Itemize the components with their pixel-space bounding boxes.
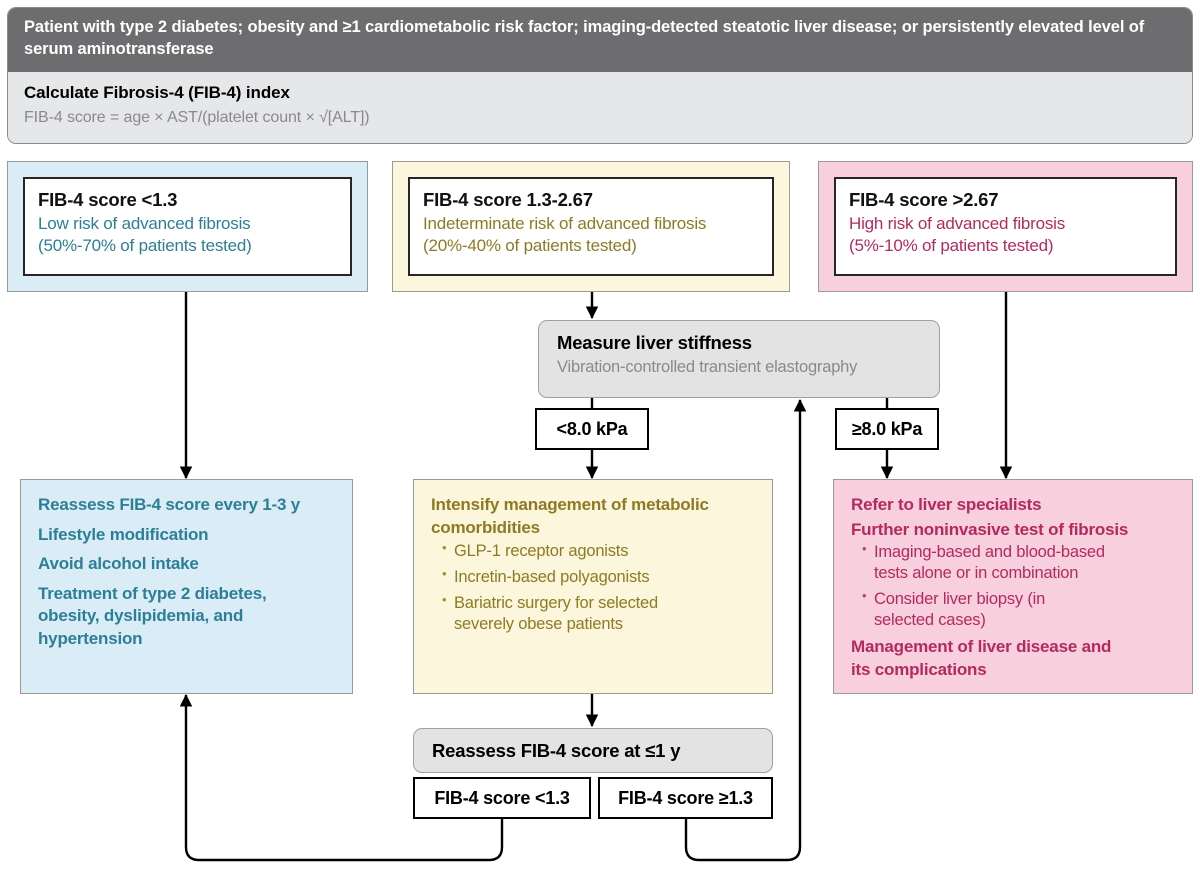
risk-tier-indeterminate-score: FIB-4 score 1.3-2.67: [423, 189, 593, 210]
risk-tier-high-card: FIB-4 score >2.67 High risk of advanced …: [834, 177, 1177, 276]
indeterminate-management-panel: Intensify management of metabolic comorb…: [413, 479, 773, 694]
risk-tier-indeterminate-risk: Indeterminate risk of advanced fibrosis: [423, 213, 707, 233]
reassess-branch-high-tag: FIB-4 score ≥1.3: [598, 777, 773, 819]
threshold-low-kpa-tag: <8.0 kPa: [535, 408, 649, 450]
risk-tier-low-card: FIB-4 score <1.3 Low risk of advanced fi…: [23, 177, 352, 276]
threshold-high-kpa-label: ≥8.0 kPa: [851, 418, 923, 439]
reassess-title: Reassess FIB-4 score at ≤1 y: [432, 739, 681, 761]
low-risk-management-panel: Reassess FIB-4 score every 1-3 y Lifesty…: [20, 479, 353, 694]
low-risk-action-4: Treatment of type 2 diabetes, obesity, d…: [38, 583, 267, 649]
high-risk-bullet-1: Imaging-based and blood-based tests alon…: [862, 541, 1136, 584]
low-risk-action-3: Avoid alcohol intake: [38, 554, 199, 574]
reassess-branch-low-tag: FIB-4 score <1.3: [413, 777, 591, 819]
low-risk-action-1: Reassess FIB-4 score every 1-3 y: [38, 495, 300, 514]
header-block: Patient with type 2 diabetes; obesity an…: [7, 7, 1193, 144]
indeterminate-bullet-3: Bariatric surgery for selected severely …: [442, 592, 704, 635]
reassess-branch-high-label: FIB-4 score ≥1.3: [618, 787, 753, 808]
risk-tier-high-proportion: (5%-10% of patients tested): [849, 236, 1054, 256]
reassess-branch-low-label: FIB-4 score <1.3: [434, 787, 570, 808]
indeterminate-bullet-2: Incretin-based polyagonists: [442, 566, 756, 588]
measure-liver-stiffness-box: Measure liver stiffness Vibration-contro…: [538, 320, 940, 398]
high-risk-heading-2: Further noninvasive test of fibrosis: [851, 519, 1129, 539]
risk-tier-low: FIB-4 score <1.3 Low risk of advanced fi…: [7, 161, 368, 292]
high-risk-management-panel: Refer to liver specialists Further nonin…: [833, 479, 1193, 694]
low-risk-action-2: Lifestyle modification: [38, 524, 209, 544]
reassess-box: Reassess FIB-4 score at ≤1 y: [413, 728, 773, 773]
fib4-step-title: Calculate Fibrosis-4 (FIB-4) index: [24, 82, 290, 102]
indeterminate-heading: Intensify management of metabolic comorb…: [431, 495, 709, 537]
risk-tier-indeterminate-proportion: (20%-40% of patients tested): [423, 236, 637, 256]
high-risk-bullet-list: Imaging-based and blood-based tests alon…: [851, 541, 1176, 631]
risk-tier-indeterminate: FIB-4 score 1.3-2.67 Indeterminate risk …: [392, 161, 790, 292]
risk-tier-low-proportion: (50%-70% of patients tested): [38, 236, 252, 256]
high-risk-heading-3: Management of liver disease and its comp…: [851, 637, 1112, 679]
fib4-formula: FIB-4 score = age × AST/(platelet count …: [24, 108, 370, 126]
risk-tier-low-risk: Low risk of advanced fibrosis: [38, 213, 251, 233]
threshold-low-kpa-label: <8.0 kPa: [556, 418, 628, 439]
high-risk-bullet-2: Consider liver biopsy (in selected cases…: [862, 588, 1059, 631]
indeterminate-bullet-1: GLP-1 receptor agonists: [442, 540, 756, 562]
risk-tier-high-risk: High risk of advanced fibrosis: [849, 213, 1066, 233]
risk-tier-high: FIB-4 score >2.67 High risk of advanced …: [818, 161, 1193, 292]
measure-liver-stiffness-method: Vibration-controlled transient elastogra…: [557, 358, 858, 377]
fib4-calculation-block: Calculate Fibrosis-4 (FIB-4) index FIB-4…: [8, 71, 1192, 143]
high-risk-heading-1: Refer to liver specialists: [851, 495, 1042, 514]
measure-liver-stiffness-title: Measure liver stiffness: [557, 332, 752, 353]
population-statement: Patient with type 2 diabetes; obesity an…: [8, 8, 1192, 72]
indeterminate-bullet-list: GLP-1 receptor agonists Incretin-based p…: [431, 540, 756, 635]
threshold-high-kpa-tag: ≥8.0 kPa: [835, 408, 939, 450]
risk-tier-indeterminate-card: FIB-4 score 1.3-2.67 Indeterminate risk …: [408, 177, 774, 276]
risk-tier-high-score: FIB-4 score >2.67: [849, 189, 999, 210]
risk-tier-low-score: FIB-4 score <1.3: [38, 189, 178, 210]
